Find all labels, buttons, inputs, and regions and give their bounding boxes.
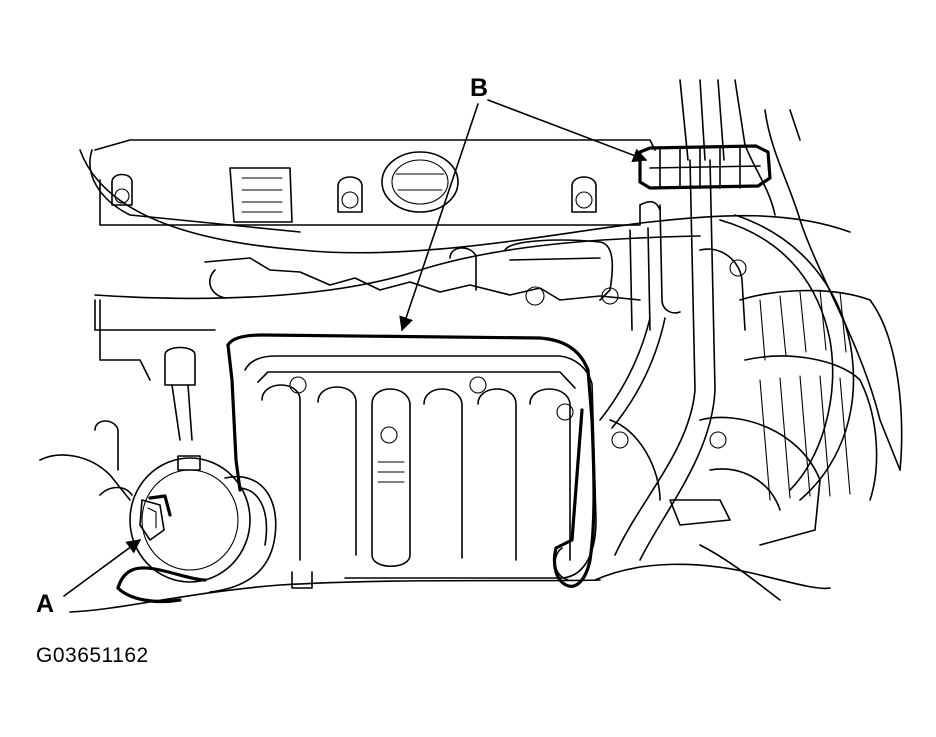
hoses xyxy=(599,79,855,561)
floor-line xyxy=(69,544,831,613)
leader-b-manifold xyxy=(399,103,479,332)
right-fender xyxy=(764,109,901,471)
callout-label-b: B xyxy=(470,74,489,102)
leader-a xyxy=(63,539,142,597)
callout-label-a: A xyxy=(36,590,55,618)
callout-leaders xyxy=(63,99,648,597)
wire-harness-b xyxy=(116,333,596,604)
valve-cover xyxy=(89,139,661,233)
left-block xyxy=(39,299,196,556)
harness-upper-wire xyxy=(79,149,851,331)
intake-brackets xyxy=(204,204,747,331)
air-intake-duct xyxy=(699,289,903,546)
sensor-canister xyxy=(129,455,277,593)
figure-id-label: G03651162 xyxy=(36,644,149,667)
intake-manifold xyxy=(244,355,597,589)
leader-b-clamp xyxy=(487,99,648,163)
harness-clamp-b xyxy=(638,144,772,190)
